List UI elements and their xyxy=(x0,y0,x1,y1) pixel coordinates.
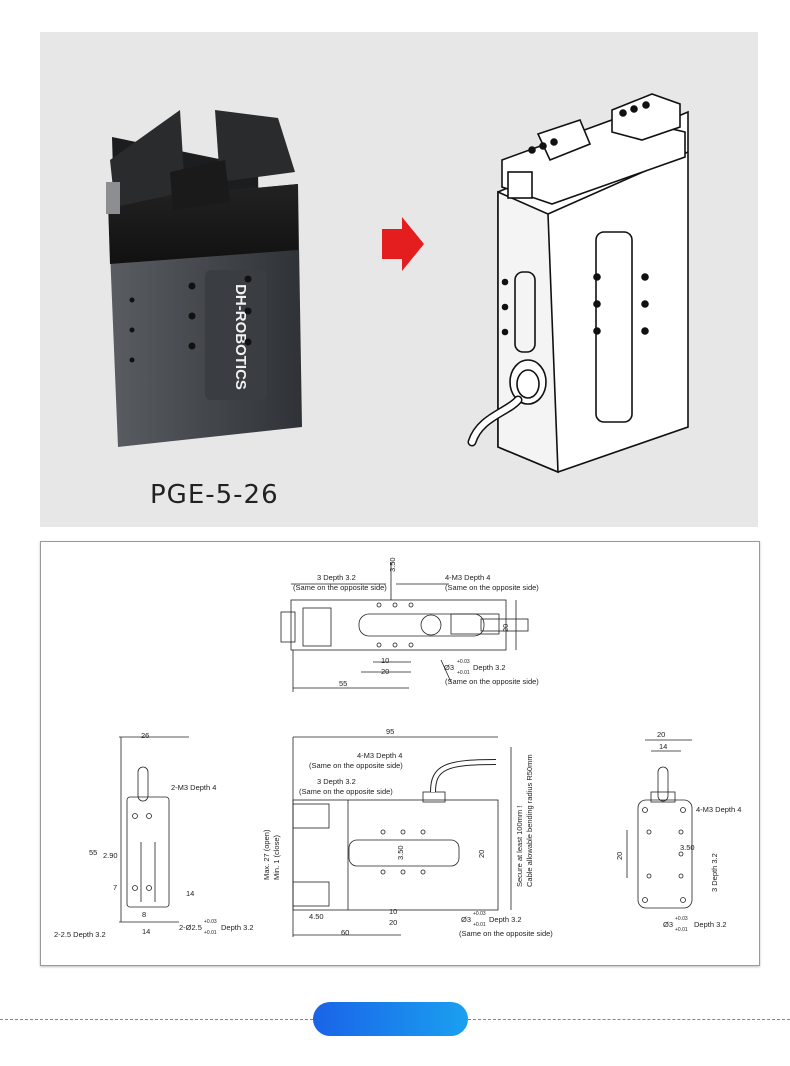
right-dim-20: 20 xyxy=(657,730,665,739)
front-tol-minus: +0.01 xyxy=(473,922,486,928)
top-note-m3: 4-M3 Depth 4 xyxy=(445,573,490,582)
top-note-m3-side: (Same on the opposite side) xyxy=(445,583,539,592)
left-dim-8: 8 xyxy=(142,910,146,919)
front-note-hole: 3 Depth 3.2 xyxy=(317,777,356,786)
front-stroke-close: Min. 1 (close) xyxy=(272,834,281,880)
right-hole-note: 3 Depth 3.2 xyxy=(710,853,719,892)
front-dim-60: 60 xyxy=(341,928,349,937)
top-tol-minus: +0.01 xyxy=(457,670,470,676)
technical-drawing-panel: 3 Depth 3.2 (Same on the opposite side) … xyxy=(40,541,760,966)
front-dim-4-50: 4.50 xyxy=(309,912,324,921)
left-tol-plus: +0.03 xyxy=(204,919,217,925)
left-view xyxy=(119,736,189,923)
front-dim-3-50: 3.50 xyxy=(396,845,405,860)
blue-pill-button[interactable] xyxy=(313,1002,468,1036)
left-dim-26: 26 xyxy=(141,731,149,740)
front-cable-note-1: Secure at least 100mm ! xyxy=(515,806,524,887)
front-dim-10: 10 xyxy=(389,907,397,916)
front-dim-95: 95 xyxy=(386,727,394,736)
top-note-hole-side: (Same on the opposite side) xyxy=(293,583,387,592)
front-stroke-open: Max. 27 (open) xyxy=(262,829,271,880)
right-dim-14: 14 xyxy=(659,742,667,751)
front-cable-note-2: Cable allowable bending radius R50mm xyxy=(525,754,534,887)
left-dim-7: 7 xyxy=(113,883,117,892)
arrow-icon xyxy=(382,217,424,271)
left-note-m3: 2-M3 Depth 4 xyxy=(171,783,216,792)
front-note-hole-side: (Same on the opposite side) xyxy=(299,787,393,796)
top-dim-20b: 20 xyxy=(381,667,389,676)
right-view xyxy=(626,739,693,909)
front-note-m3-side: (Same on the opposite side) xyxy=(309,761,403,770)
front-dowel-side: (Same on the opposite side) xyxy=(459,929,553,938)
top-dowel-side: (Same on the opposite side) xyxy=(445,677,539,686)
right-dim-20v: 20 xyxy=(615,852,624,860)
front-dowel-depth: Depth 3.2 xyxy=(489,915,522,924)
brand-logo-text: DH-ROBOTICS xyxy=(232,284,249,390)
right-note-m3: 4-M3 Depth 4 xyxy=(696,805,741,814)
front-tol-plus: +0.03 xyxy=(473,911,486,917)
gripper-photo: DH-ROBOTICS xyxy=(106,110,302,447)
left-dim-14b: 14 xyxy=(142,927,150,936)
top-tol-plus: +0.03 xyxy=(457,659,470,665)
top-dim-55: 55 xyxy=(339,679,347,688)
left-dim-55: 55 xyxy=(89,848,97,857)
right-tol-minus: +0.01 xyxy=(675,927,688,933)
left-dim-2-90: 2.90 xyxy=(103,851,118,860)
left-hole-note: 2-2.5 Depth 3.2 xyxy=(54,930,106,939)
top-note-hole: 3 Depth 3.2 xyxy=(317,573,356,582)
right-dowel: Ø3 xyxy=(663,920,673,929)
top-dim-3-50: 3.50 xyxy=(388,557,397,572)
model-name: PGE-5-26 xyxy=(150,480,279,510)
top-view xyxy=(280,562,529,692)
gripper-line-drawing xyxy=(467,93,689,474)
front-dim-20b: 20 xyxy=(389,918,397,927)
front-note-m3: 4-M3 Depth 4 xyxy=(357,751,402,760)
right-dowel-depth: Depth 3.2 xyxy=(694,920,727,929)
top-dowel-depth: Depth 3.2 xyxy=(473,663,506,672)
front-dowel: Ø3 xyxy=(461,915,471,924)
left-tol-minus: +0.01 xyxy=(204,930,217,936)
top-dim-10: 10 xyxy=(381,656,389,665)
front-dim-20: 20 xyxy=(477,850,486,858)
right-tol-plus: +0.03 xyxy=(675,916,688,922)
product-hero: DH-ROBOTICS PGE-5- xyxy=(40,32,758,527)
left-dim-14: 14 xyxy=(186,889,194,898)
footer-divider-left xyxy=(0,1019,313,1020)
top-dowel: Ø3 xyxy=(444,663,454,672)
right-dim-3-50: 3.50 xyxy=(680,843,695,852)
front-view xyxy=(292,736,512,937)
footer-divider-right xyxy=(468,1019,790,1020)
left-pin: 2-Ø2.5 xyxy=(179,923,202,932)
top-dim-20: 20 xyxy=(501,624,510,632)
left-pin-depth: Depth 3.2 xyxy=(221,923,254,932)
